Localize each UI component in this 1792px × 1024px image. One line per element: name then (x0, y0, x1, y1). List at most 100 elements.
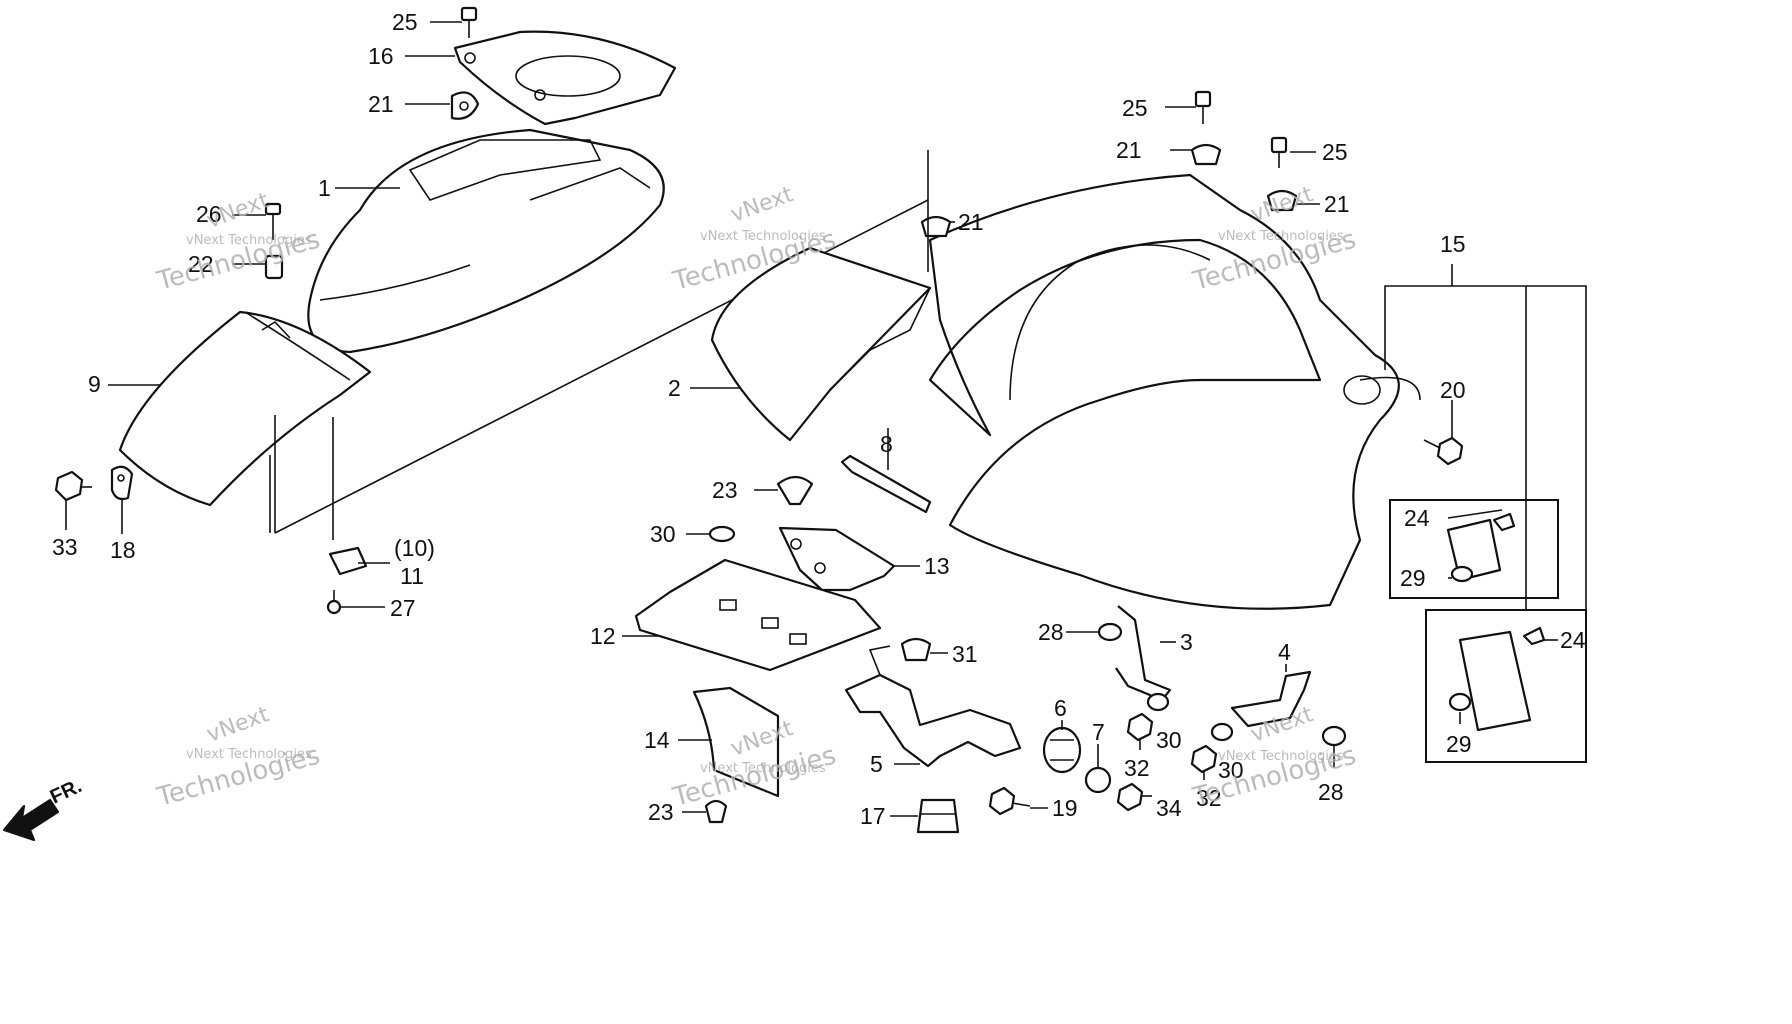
watermark-1: vNext Technologies vNext Technologies (153, 188, 323, 297)
clip-23-bottom (704, 799, 728, 824)
part-9-rear-fender (118, 310, 372, 507)
clip-18 (110, 465, 134, 501)
clip-21-center (920, 215, 952, 238)
callout-24b: 24 (1560, 627, 1586, 653)
svg-text:vNext: vNext (728, 182, 797, 228)
callout-21a: 21 (368, 91, 394, 117)
callout-8: 8 (880, 431, 893, 457)
callout-25b: 25 (1122, 95, 1148, 121)
part-12-lower-plate (634, 558, 882, 672)
fastener-25-mid (1194, 90, 1212, 124)
callout-23b: 23 (648, 799, 674, 825)
washer-30 (708, 525, 736, 543)
callout-13: 13 (924, 553, 950, 579)
fastener-25-top (460, 6, 478, 38)
svg-text:vNext: vNext (204, 188, 273, 234)
callout-12: 12 (590, 623, 616, 649)
callout-21b: 21 (958, 209, 984, 235)
callout-7: 7 (1092, 719, 1105, 745)
callout-31: 31 (952, 641, 978, 667)
grommet-6 (1042, 726, 1082, 774)
leader-lines (65, 21, 1558, 817)
grommet-17 (916, 798, 960, 834)
clip-21-right (1266, 189, 1298, 212)
callout-30c: 30 (1218, 757, 1244, 783)
callout-3: 3 (1180, 629, 1193, 655)
clip-11 (328, 546, 368, 576)
callout-6: 6 (1054, 695, 1067, 721)
callout-28b: 28 (1318, 779, 1344, 805)
clip-21-mid (1190, 143, 1222, 166)
callout-17: 17 (860, 803, 886, 829)
part-8-bracket (840, 454, 932, 514)
bolt-20 (1423, 436, 1464, 466)
washer-28-left (1097, 622, 1123, 642)
washer-30-mid (1146, 692, 1170, 712)
callout-30b: 30 (1156, 727, 1182, 753)
callout-32b: 32 (1196, 785, 1222, 811)
body-cover (928, 173, 1421, 610)
callout-21d: 21 (1324, 191, 1350, 217)
bolt-33 (54, 470, 92, 502)
callout-4: 4 (1278, 639, 1291, 665)
svg-text:vNext Technologies: vNext Technologies (1218, 229, 1344, 244)
box-lower-plate (1425, 609, 1587, 763)
part-14-mud-flap (692, 686, 780, 798)
bolt-19 (988, 786, 1031, 816)
bolt-32-right (1190, 744, 1218, 774)
part-16-cover (453, 30, 677, 126)
callout-23a: 23 (712, 477, 738, 503)
callout-28a: 28 (1038, 619, 1064, 645)
bolt-32-left (1126, 712, 1154, 742)
part-5-stay (844, 645, 1022, 768)
callout-32a: 32 (1124, 755, 1150, 781)
callout-11: 11 (400, 563, 424, 589)
watermark-4: vNext Technologies vNext Technologies (153, 702, 323, 813)
callout-34: 34 (1156, 795, 1182, 821)
callout-29a: 29 (1400, 565, 1426, 591)
washer-28-right (1321, 725, 1347, 747)
callout-labels: 25 16 21 1 26 22 9 33 18 (10) 11 27 2 21… (52, 9, 1586, 829)
callout-26: 26 (196, 201, 222, 227)
bolt-26 (264, 202, 282, 240)
box-upper-plate (1389, 499, 1559, 599)
callout-9: 9 (88, 371, 101, 397)
svg-text:vNext Technologies: vNext Technologies (1218, 749, 1344, 764)
watermark-5: vNext Technologies vNext Technologies (669, 716, 839, 813)
svg-text:vNext Technologies: vNext Technologies (186, 233, 312, 248)
callout-33: 33 (52, 534, 78, 560)
callout-20: 20 (1440, 377, 1466, 403)
part-4-rod (1230, 670, 1312, 728)
part-1-seat-cowl (307, 128, 665, 354)
clip-21-left (450, 91, 480, 120)
svg-text:vNext Technologies: vNext Technologies (700, 761, 826, 776)
callout-2: 2 (668, 375, 681, 401)
callout-16: 16 (368, 43, 394, 69)
part-3-rod (1115, 605, 1172, 702)
callout-14: 14 (644, 727, 670, 753)
callout-25c: 25 (1322, 139, 1348, 165)
nut-31 (900, 637, 932, 662)
fastener-25-right (1270, 136, 1288, 168)
callout-27: 27 (390, 595, 416, 621)
collar-22 (264, 254, 284, 280)
screw-27 (326, 590, 342, 615)
collar-7 (1084, 766, 1112, 794)
clip-23-top (776, 475, 814, 506)
callout-21c: 21 (1116, 137, 1142, 163)
svg-text:vNext: vNext (1248, 182, 1317, 228)
callout-1: 1 (318, 175, 331, 201)
svg-text:vNext Technologies: vNext Technologies (700, 229, 826, 244)
washer-30-right (1210, 722, 1234, 742)
callout-15: 15 (1440, 231, 1466, 257)
callout-5: 5 (870, 751, 883, 777)
svg-text:vNext Technologies: vNext Technologies (186, 747, 312, 762)
callout-22: 22 (188, 251, 214, 277)
callout-10: (10) (394, 535, 435, 561)
front-direction-arrow: FR. (2, 775, 85, 842)
part-2-side-cover (710, 246, 932, 442)
box-15-outer (1384, 285, 1587, 610)
part-13-plate (778, 526, 896, 592)
callout-29b: 29 (1446, 731, 1472, 757)
